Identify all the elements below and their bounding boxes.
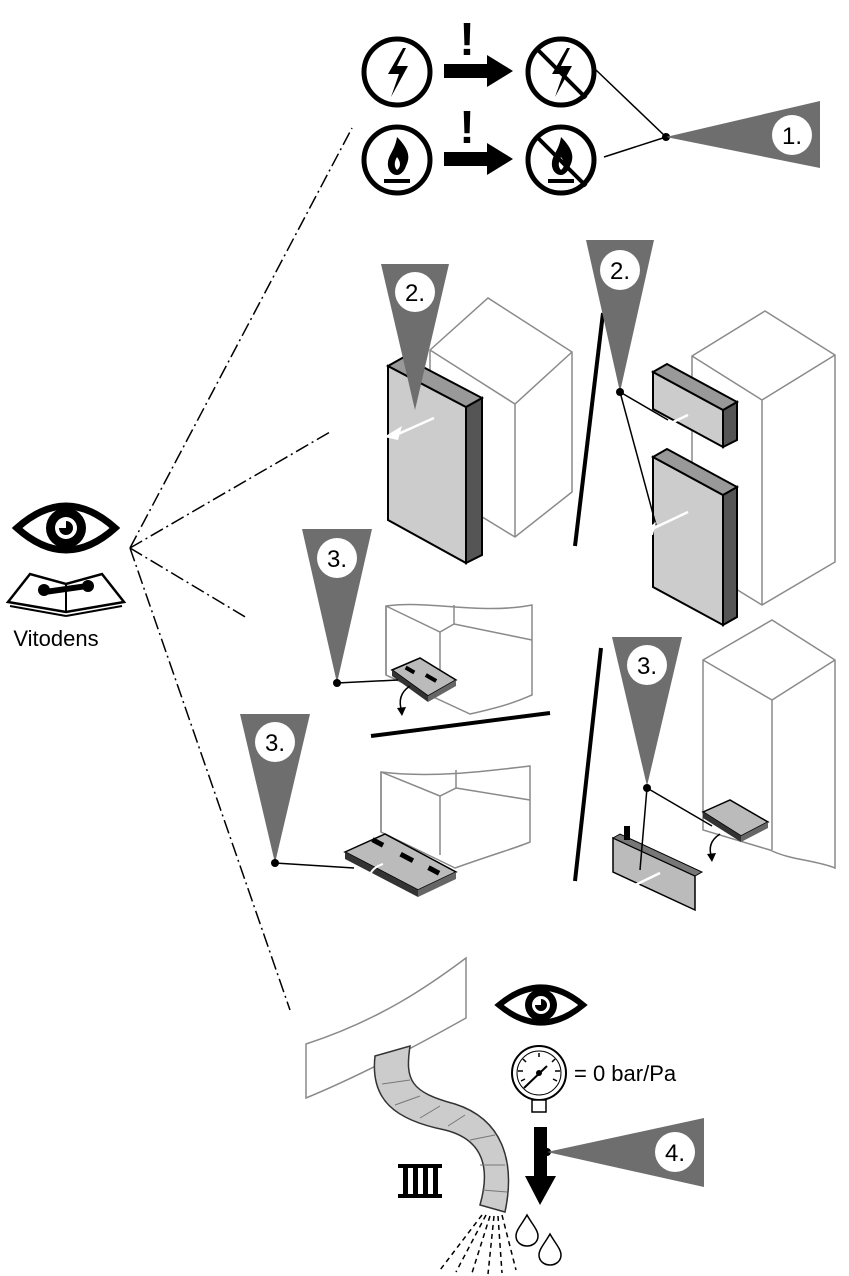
step-1-marker: 1. [595,69,820,168]
boiler-housing-open [385,603,533,715]
wall-section [305,956,467,1100]
step-3-marker-c: 3. [612,637,721,894]
step-2-label: 2. [405,280,425,307]
step-3-marker-a: 3. [302,529,411,716]
step-4-label: 4. [665,1140,685,1167]
service-manual-icon [5,572,127,617]
cover-bar [611,826,704,912]
separator-line [573,312,605,547]
step-3-marker-b: 3. [240,714,384,889]
separator-line [370,711,551,738]
control-unit [701,799,770,842]
reference-lines [129,127,353,1011]
step-2-marker-right: 2. [586,240,689,535]
power-row: ! [361,13,597,108]
eye-icon [494,984,588,1026]
drain-arrow [525,1127,556,1205]
radiator-icon [398,1164,442,1198]
arrow-right-icon [444,143,513,175]
warning-mark: ! [459,101,474,153]
eye-icon [11,502,121,554]
step-2-marker-left: 2. [381,264,449,440]
boiler-unit-tall [702,619,836,870]
manual-label: Vitodens [13,626,98,651]
pressure-gauge-icon [511,1045,567,1113]
separator-line [573,647,603,882]
lightning-crossed-icon [525,36,597,108]
pressure-label: = 0 bar/Pa [574,1061,677,1086]
step-3-label: 3. [265,730,285,757]
upper-panel-removed [650,362,740,449]
warning-mark: ! [459,13,474,65]
flame-icon [361,124,433,196]
step-1-label: 1. [782,123,802,150]
step-3-label: 3. [637,653,657,680]
step-2-label: 2. [610,258,630,285]
arrow-right-icon [444,55,513,87]
drain-hose [373,1044,510,1213]
water-spray [439,1214,517,1275]
control-unit-large [343,833,458,897]
flame-crossed-icon [525,124,597,196]
lower-panel-removed [650,447,740,627]
water-drops-icon [515,1213,562,1266]
gas-row: ! [361,101,597,196]
step-4-marker: 4. [543,1118,704,1187]
boiler-housing-open [380,765,531,869]
lightning-icon [361,36,433,108]
step-3-label: 3. [327,546,347,573]
